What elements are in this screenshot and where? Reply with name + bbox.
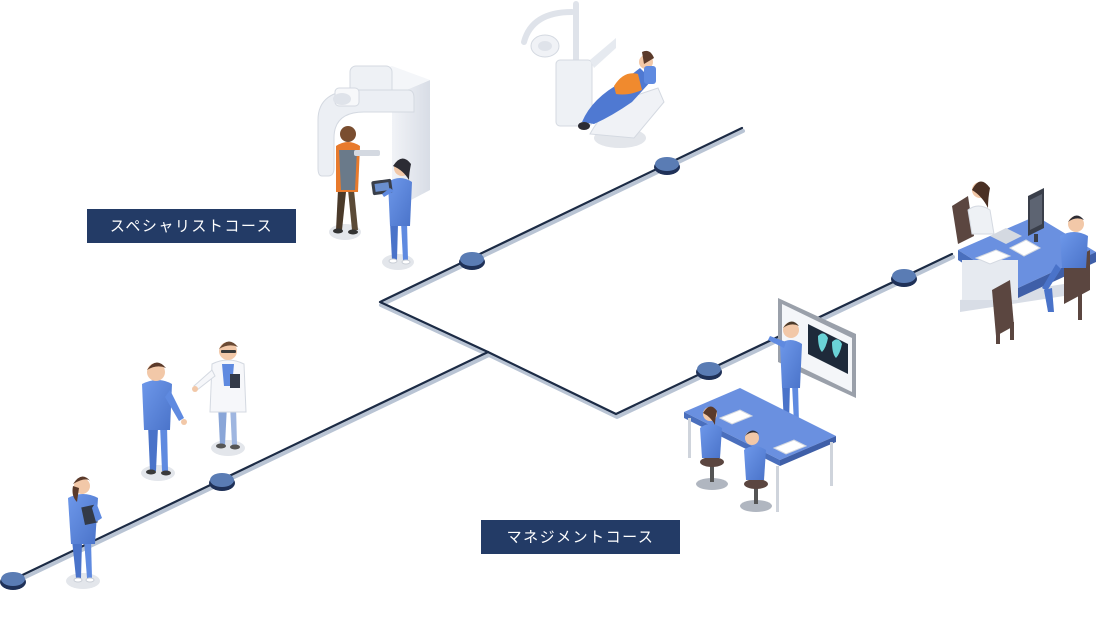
trunk-path [10,350,490,582]
management-branch [486,252,954,416]
computer-monitor [1028,188,1044,242]
nurse-figure [66,476,102,589]
consultation-scene [952,181,1096,344]
path-nodes [0,157,917,590]
specialist-branch [378,126,744,354]
node-management-1 [696,362,722,380]
presentation-board [778,298,856,398]
staff-figure [141,362,187,481]
node-start [0,572,26,590]
consultant-figure [1042,215,1090,320]
node-management-2 [891,269,917,287]
doctor-figure [192,341,247,456]
management-course-label: マネジメントコース [481,520,680,554]
lecturer-figure [768,321,802,424]
specialist-course-label: スペシャリストコース [87,209,296,243]
node-specialist-1 [459,252,485,270]
student-figure-2 [740,430,772,512]
office-worker-figure [952,181,995,244]
node-specialist-2 [654,157,680,175]
seminar-scene [684,298,856,512]
student-figure-1 [696,406,728,490]
xray-scene [317,65,430,240]
technician-figure [371,158,414,270]
node-trunk [209,473,235,491]
dental-scene [521,1,665,148]
